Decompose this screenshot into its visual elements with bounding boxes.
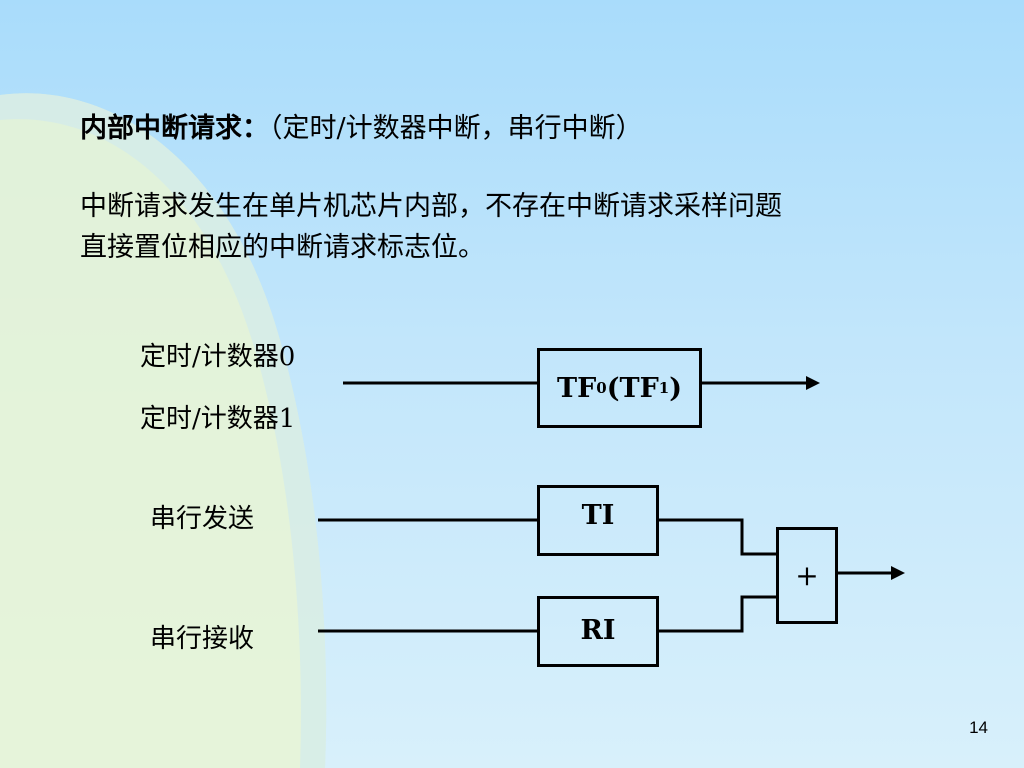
heading: 内部中断请求：（定时/计数器中断，串行中断） (80, 106, 643, 145)
ti-flag-box: TI (537, 485, 659, 556)
ri-flag-box: RI (537, 596, 659, 667)
page-number: 14 (969, 718, 988, 737)
timer1-label: 定时/计数器1 (140, 404, 296, 434)
tf-output-arrowhead (806, 376, 820, 390)
or-gate-box: + (776, 527, 838, 624)
or-output-arrowhead (891, 566, 905, 580)
timer0-label: 定时/计数器0 (140, 342, 296, 372)
ri-to-or-line (657, 595, 778, 633)
paragraph-line-1: 中断请求发生在单片机芯片内部，不存在中断请求采样问题 (80, 191, 782, 222)
heading-normal: （定时/计数器中断，串行中断） (269, 113, 643, 144)
serial-receive-label: 串行接收 (150, 624, 255, 654)
heading-bold: 内部中断请求： (80, 113, 269, 144)
paragraph-line-2: 直接置位相应的中断请求标志位。 (80, 232, 485, 263)
serial-send-label: 串行发送 (150, 504, 255, 534)
ti-to-or-line (657, 518, 778, 556)
